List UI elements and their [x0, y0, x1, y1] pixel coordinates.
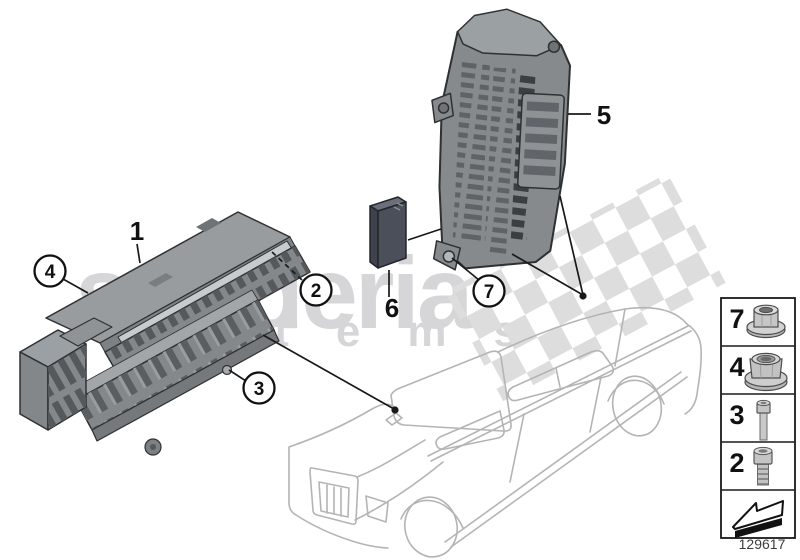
legend-label-7: 7 — [729, 304, 744, 334]
car-side-window — [507, 349, 615, 402]
car-c-pillar — [614, 308, 626, 367]
fastener-legend: 7 4 3 — [720, 297, 796, 552]
mount-hole-left — [437, 102, 450, 114]
legend-label-3: 3 — [729, 400, 744, 430]
collar-nut-icon — [744, 352, 788, 392]
car-windshield — [390, 350, 512, 432]
car-grille — [309, 467, 359, 525]
car-grille-slats — [326, 484, 342, 517]
legend-row: 2 — [729, 446, 773, 486]
callout-3: 3 — [242, 371, 276, 405]
callouts: 1 6 5 4 2 3 7 — [33, 100, 611, 405]
callout-1: 1 — [130, 216, 144, 246]
car-hood-creases — [354, 439, 444, 521]
car-mirror — [385, 412, 403, 426]
callout-5: 5 — [597, 100, 611, 130]
callout-2-label: 2 — [311, 281, 322, 302]
control-unit — [431, 8, 571, 271]
mount-hole-top — [547, 40, 561, 53]
car-roofline — [497, 306, 688, 353]
leader-lines — [62, 113, 591, 414]
legend-label-4: 4 — [729, 352, 744, 382]
car-sill — [444, 371, 688, 548]
car-grille-inner — [318, 481, 350, 518]
car-headlight — [365, 495, 389, 523]
callout-4: 4 — [33, 254, 67, 288]
legend-row — [732, 500, 784, 538]
callout-7: 7 — [472, 274, 506, 308]
cheese-head-bolt-icon — [756, 399, 771, 441]
callout-2: 2 — [299, 273, 333, 307]
mount-bolt-bottom — [442, 250, 456, 263]
direction-arrow-icon — [732, 500, 784, 538]
car-front-window — [435, 410, 505, 450]
callout-7-label: 7 — [484, 282, 495, 303]
relay-module — [369, 196, 407, 269]
car-window-divider — [555, 367, 561, 388]
legend-row: 7 — [729, 304, 786, 339]
car-front-wheel — [404, 496, 458, 558]
socket-head-screw-icon — [753, 446, 773, 486]
legend-row: 4 — [729, 352, 788, 392]
car-wireframe — [288, 306, 702, 558]
callout-3-label: 3 — [254, 379, 265, 400]
car-rear-arch — [607, 379, 665, 405]
car-rear-edge — [684, 323, 702, 415]
car-door-cuts — [509, 376, 602, 483]
fuse-box-bolt — [221, 364, 233, 376]
car-beltline — [427, 325, 692, 462]
drawing-number: 129617 — [739, 536, 786, 552]
flange-nut-icon — [746, 304, 786, 339]
fuse-box — [19, 211, 311, 456]
legend-label-2: 2 — [729, 448, 744, 478]
callout-6: 6 — [385, 293, 399, 323]
car-front-bumper — [288, 446, 389, 549]
legend-row: 3 — [729, 399, 771, 441]
car-front-arch — [400, 499, 464, 529]
car-rear-wheel — [611, 375, 663, 437]
car-hood-edge — [288, 403, 398, 448]
callout-4-label: 4 — [45, 262, 56, 283]
